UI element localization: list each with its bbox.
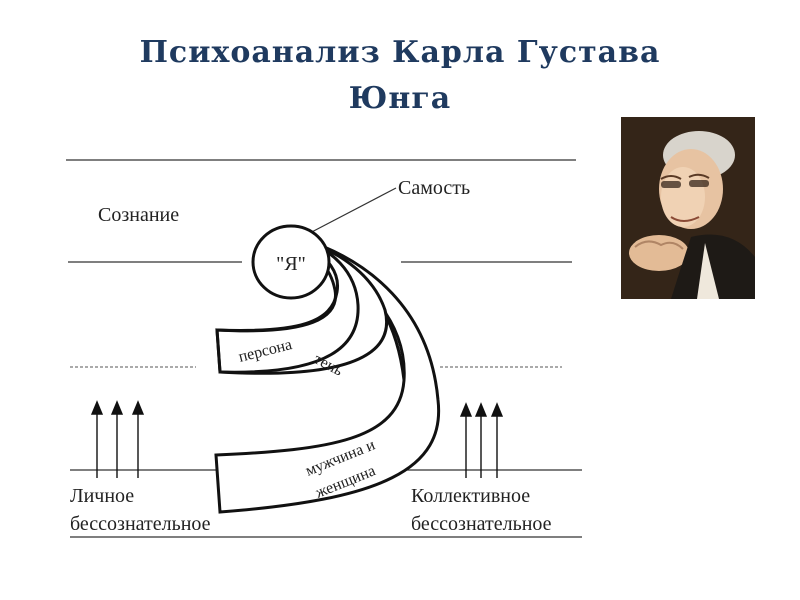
personal-arrows	[90, 400, 145, 478]
ego-label: "Я"	[276, 253, 306, 275]
persona-band	[215, 238, 360, 374]
collective-unconscious-label-2: бессознательное	[411, 513, 552, 535]
collective-arrows	[459, 402, 504, 478]
title-line-2: Юнга	[348, 81, 452, 116]
slide-title: Психоанализ Карла Густава Юнга	[0, 30, 800, 122]
title-line-1: Психоанализ Карла Густава	[139, 35, 661, 70]
portrait-photo	[621, 117, 755, 299]
self-pointer-line	[305, 187, 397, 236]
personal-unconscious-label-1: Личное	[70, 485, 134, 507]
personal-unconscious-label-2: бессознательное	[70, 513, 211, 535]
ego-circle	[251, 224, 331, 300]
collective-unconscious-label-1: Коллективное	[411, 485, 530, 507]
consciousness-label: Сознание	[98, 204, 179, 226]
self-label: Самость	[398, 177, 470, 199]
